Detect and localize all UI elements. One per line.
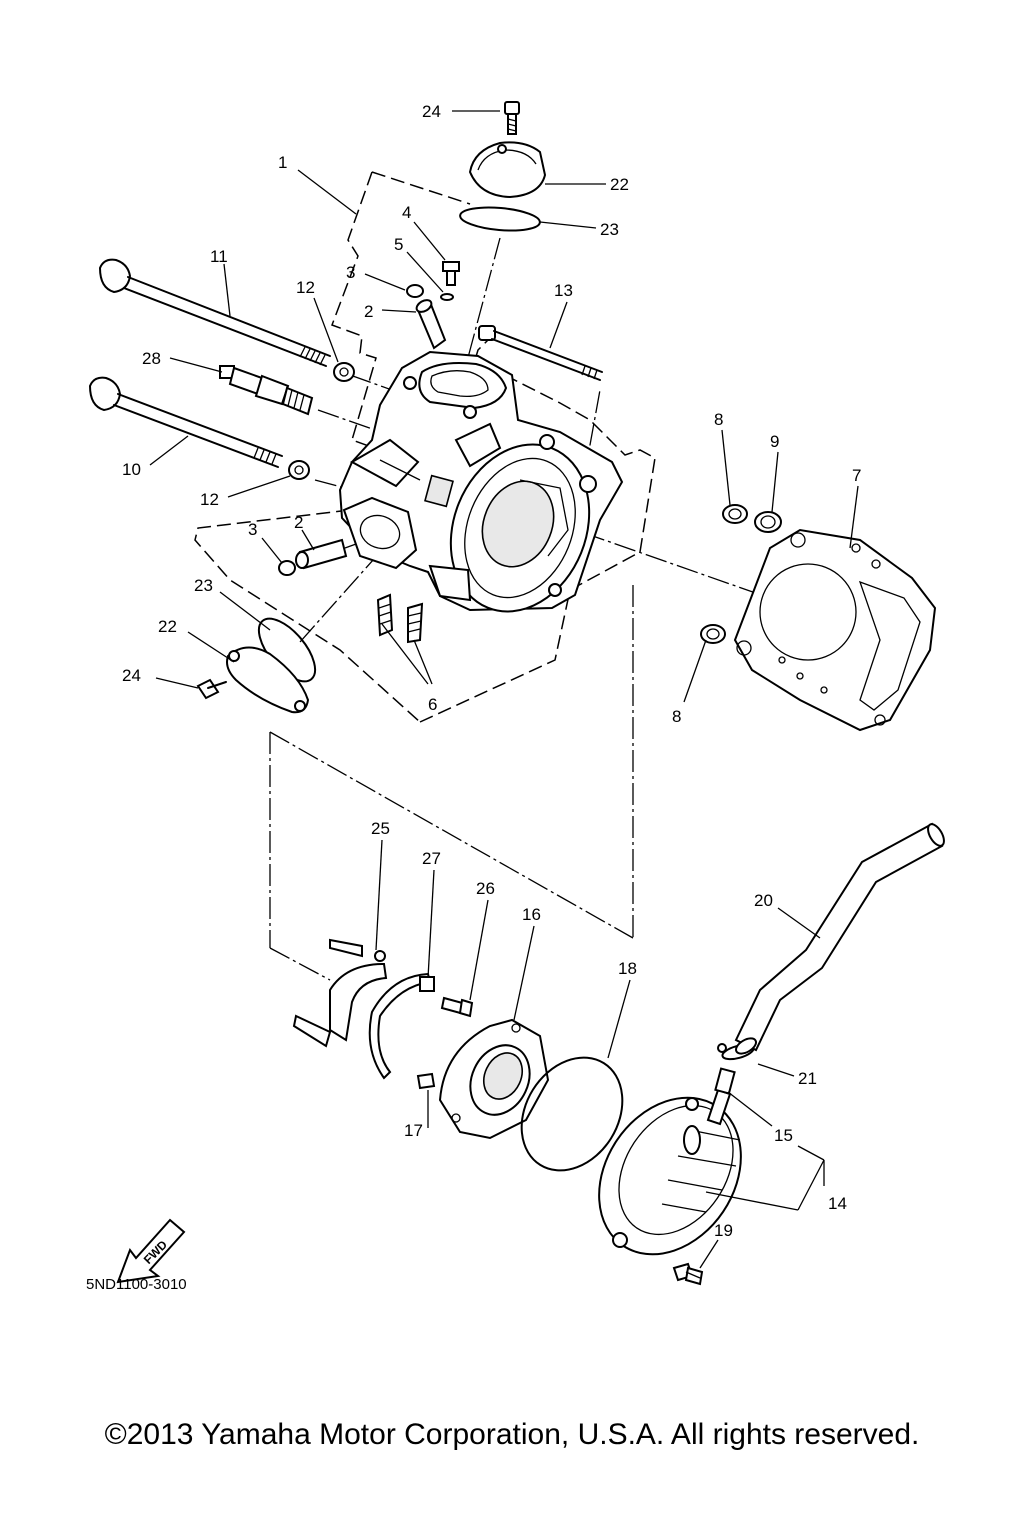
- callout-27: 27: [422, 849, 441, 868]
- callout-25: 25: [371, 819, 390, 838]
- c-clip: [368, 972, 435, 1080]
- dowels-and-seals: [700, 504, 782, 644]
- callout-9: 9: [770, 432, 779, 451]
- callout-23-lower: 23: [194, 576, 213, 595]
- top-o-ring: [459, 206, 541, 232]
- callout-14: 14: [828, 1194, 847, 1213]
- side-cover: [598, 1096, 742, 1256]
- head-gasket: [733, 528, 937, 732]
- leader-lines: [149, 110, 859, 1269]
- washers: [288, 362, 355, 480]
- cam-holder: [292, 938, 388, 1048]
- callout-17: 17: [404, 1121, 423, 1140]
- callout-24-top: 24: [422, 102, 441, 121]
- lower-long-stud: [88, 376, 283, 468]
- cylinder-head: [338, 350, 624, 613]
- callout-7: 7: [852, 466, 861, 485]
- callout-10: 10: [122, 460, 141, 479]
- callout-12-lower: 12: [200, 490, 219, 509]
- callout-13: 13: [554, 281, 573, 300]
- callout-16: 16: [522, 905, 541, 924]
- callout-8-upper: 8: [714, 410, 723, 429]
- upper-long-stud: [98, 258, 331, 367]
- fwd-arrow-icon: FWD: [116, 1218, 186, 1284]
- copyright-notice: ©2013 Yamaha Motor Corporation, U.S.A. A…: [104, 1418, 920, 1451]
- callout-28: 28: [142, 349, 161, 368]
- callout-4: 4: [402, 203, 411, 222]
- upper-small-parts: [406, 261, 460, 350]
- callout-6: 6: [428, 695, 437, 714]
- coolant-hose: [734, 822, 945, 1055]
- diagram-canvas: 24 22 23 1 4 5 3 2 11 12 13 28 10 12 3 2…: [86, 101, 945, 1293]
- callout-24-lower: 24: [122, 666, 141, 685]
- callout-1: 1: [278, 153, 287, 172]
- callout-11: 11: [210, 247, 228, 266]
- callout-8-lower: 8: [672, 707, 681, 726]
- small-bolt-26: [440, 996, 474, 1018]
- small-bolt-17: [416, 1072, 436, 1090]
- callout-19: 19: [714, 1221, 733, 1240]
- callout-22-top: 22: [610, 175, 629, 194]
- callout-3-lower: 3: [248, 520, 257, 539]
- cover-bolt: [672, 1262, 704, 1286]
- callout-22-lower: 22: [158, 617, 177, 636]
- head-studs: [376, 593, 424, 644]
- callout-5: 5: [394, 235, 403, 254]
- top-valve-cap: [468, 141, 547, 199]
- callout-21: 21: [798, 1069, 817, 1088]
- callout-20: 20: [754, 891, 773, 910]
- bearing-plate: [438, 1018, 550, 1140]
- right-stud: [478, 325, 603, 381]
- top-bolt: [504, 101, 520, 135]
- callout-23-top: 23: [600, 220, 619, 239]
- callout-labels: 24 22 23 1 4 5 3 2 11 12 13 28 10 12 3 2…: [122, 102, 861, 1240]
- callout-18: 18: [618, 959, 637, 978]
- callout-2-upper: 2: [364, 302, 373, 321]
- callout-12-upper: 12: [296, 278, 315, 297]
- hose-fitting: [706, 1067, 736, 1126]
- assembly-dashed-outlines: [194, 171, 656, 723]
- callout-15: 15: [774, 1126, 793, 1145]
- callout-2-lower: 2: [294, 513, 303, 532]
- callout-26: 26: [476, 879, 495, 898]
- lower-cap-assembly: [196, 617, 317, 714]
- drawing-code: 5ND1100-3010: [86, 1276, 187, 1293]
- callout-3-upper: 3: [346, 263, 355, 282]
- large-o-ring: [520, 1056, 624, 1172]
- spark-plug: [219, 365, 314, 416]
- lower-small-parts: [278, 538, 348, 576]
